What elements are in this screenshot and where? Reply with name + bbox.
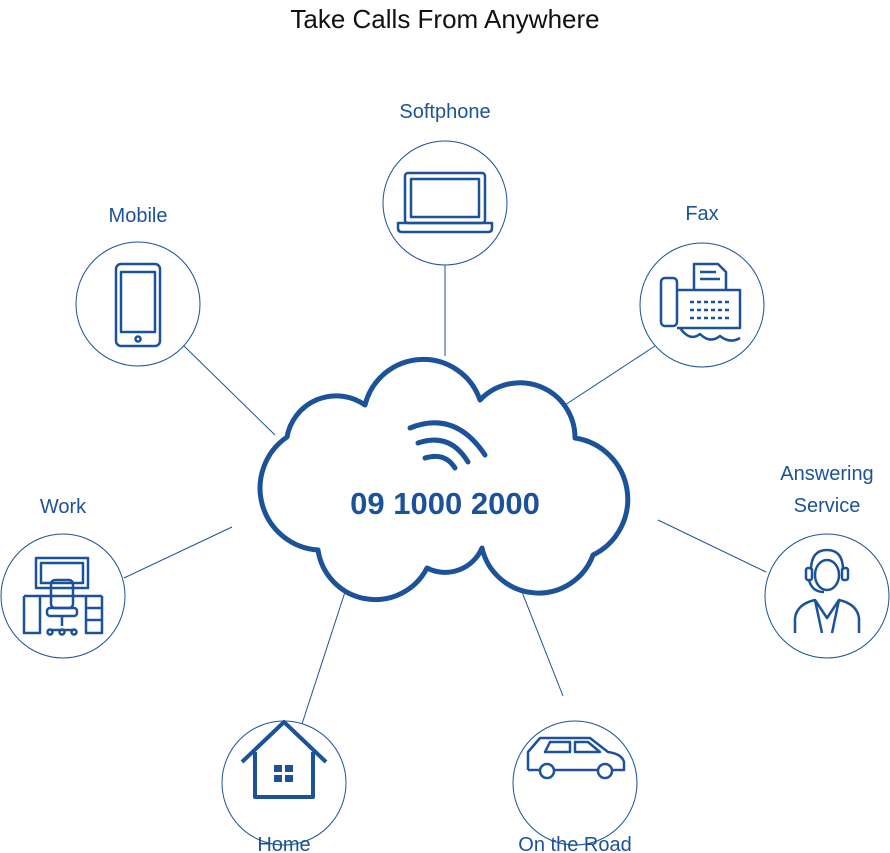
connector-fax bbox=[564, 345, 656, 406]
mobile-circle bbox=[75, 241, 201, 367]
label-answering-line2: Service bbox=[793, 495, 861, 517]
label-mobile: Mobile bbox=[108, 205, 168, 227]
label-answering-service: Answering Service bbox=[780, 458, 873, 522]
smartphone-icon bbox=[114, 262, 162, 348]
answering-circle bbox=[764, 533, 890, 659]
fax-circle bbox=[639, 242, 765, 368]
label-softphone: Softphone bbox=[399, 101, 491, 123]
car-icon bbox=[526, 736, 626, 780]
diagram-title: Take Calls From Anywhere bbox=[290, 4, 600, 34]
label-on-the-road: On the Road bbox=[518, 834, 632, 853]
phone-number: 09 1000 2000 bbox=[350, 486, 540, 521]
cloud-shape bbox=[257, 356, 631, 602]
connector-home bbox=[301, 591, 346, 725]
softphone-circle bbox=[382, 140, 508, 266]
laptop-icon bbox=[396, 171, 494, 234]
connectors bbox=[123, 265, 767, 725]
road-circle bbox=[512, 720, 638, 846]
wifi-icon bbox=[407, 420, 488, 471]
connector-road bbox=[521, 591, 564, 697]
label-fax: Fax bbox=[685, 203, 719, 225]
workstation-icon bbox=[22, 556, 104, 636]
connector-answering bbox=[657, 519, 767, 573]
connector-mobile bbox=[183, 345, 276, 436]
house-icon bbox=[240, 720, 328, 799]
label-work: Work bbox=[39, 496, 87, 518]
label-answering-line1: Answering bbox=[780, 463, 874, 485]
connector-work bbox=[123, 526, 233, 579]
label-home: Home bbox=[257, 834, 311, 853]
fax-icon bbox=[659, 262, 742, 342]
home-circle bbox=[221, 720, 347, 846]
headset-agent-icon bbox=[793, 548, 861, 634]
